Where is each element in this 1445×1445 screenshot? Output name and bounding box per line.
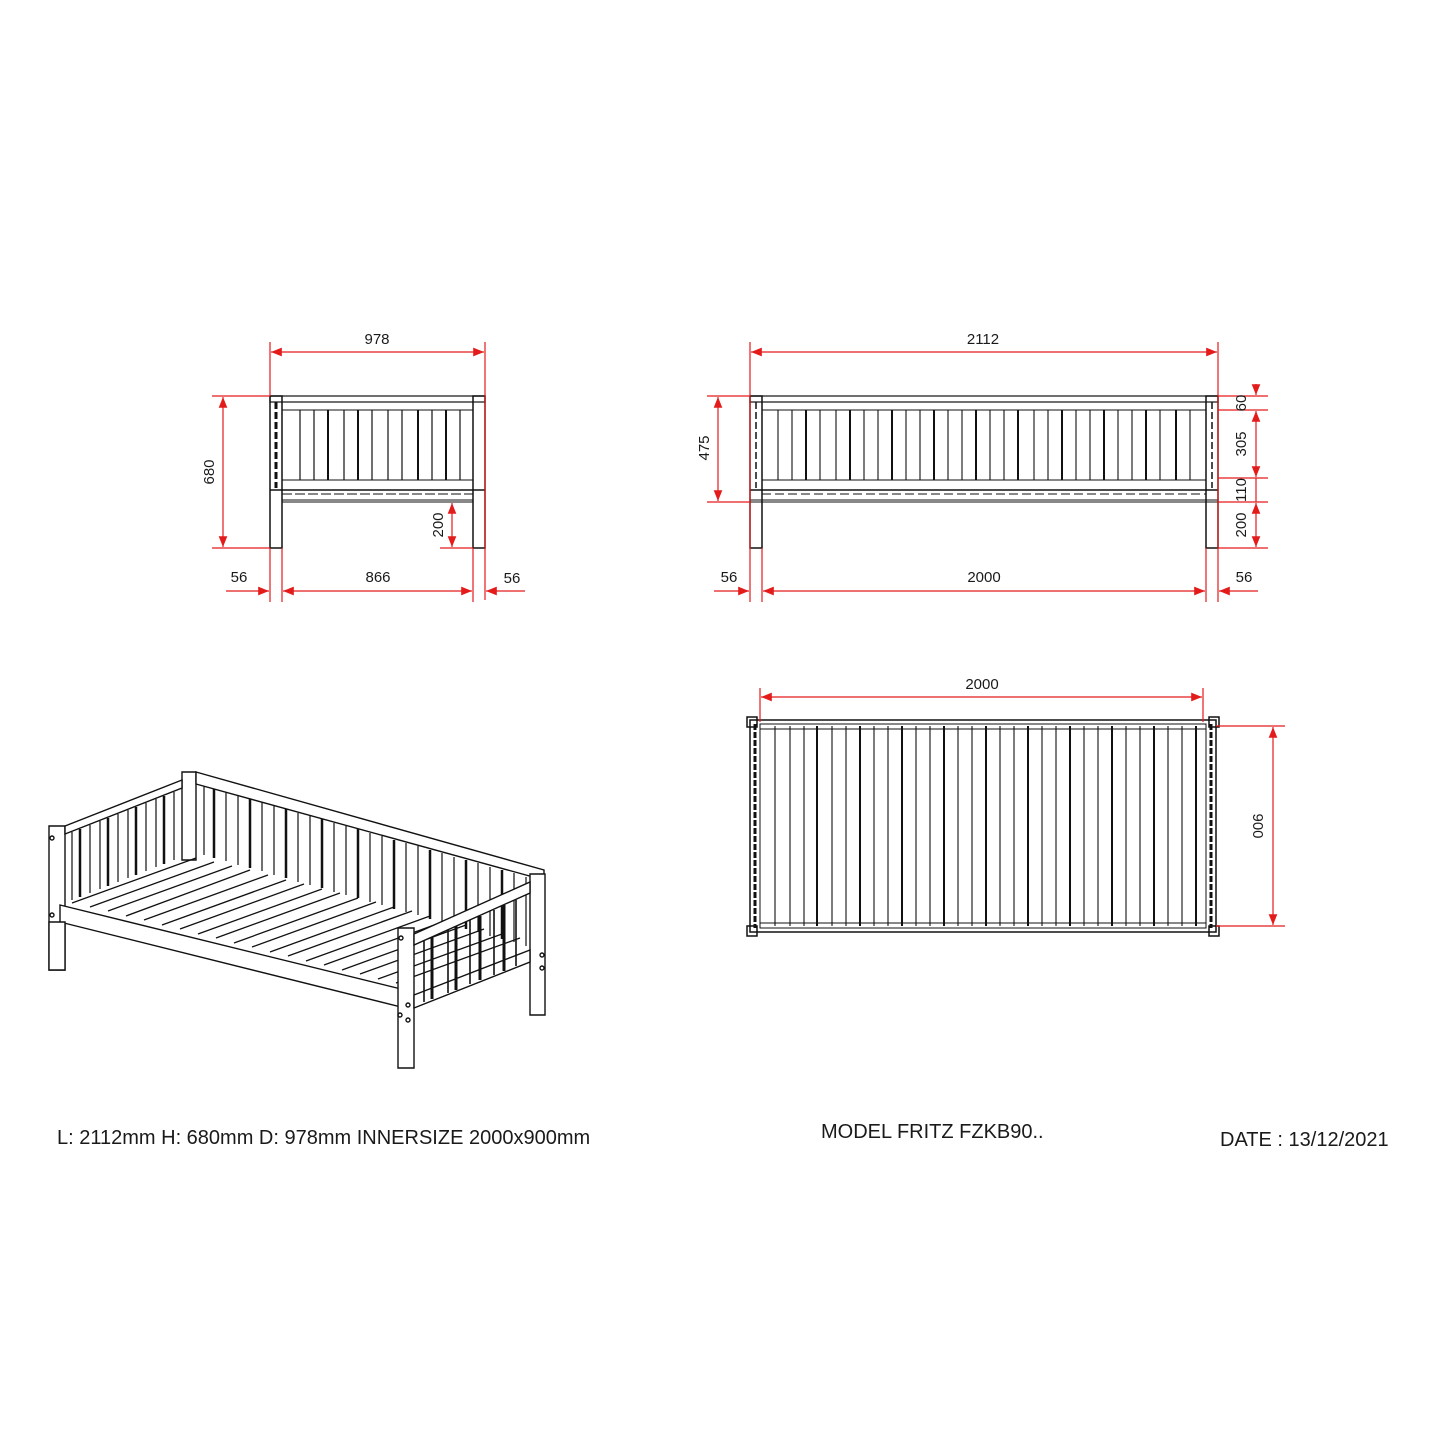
svg-text:60: 60: [1233, 395, 1250, 412]
svg-text:866: 866: [365, 569, 390, 586]
drawing-date: DATE : 13/12/2021: [1220, 1129, 1389, 1151]
svg-text:2000: 2000: [967, 569, 1000, 586]
end-view: 978 680 200 56 866 56: [201, 331, 525, 602]
model-name: MODEL FRITZ FZKB90..: [821, 1121, 1044, 1143]
top-view: 2000 900: [746, 676, 1285, 937]
side-view: 2112 475 60 305 110 200 56 2000 56: [696, 331, 1268, 602]
svg-text:2112: 2112: [967, 331, 999, 348]
svg-text:475: 475: [696, 435, 713, 460]
svg-text:978: 978: [364, 331, 389, 348]
svg-text:900: 900: [1249, 813, 1266, 838]
svg-text:2000: 2000: [965, 676, 998, 693]
svg-text:680: 680: [201, 459, 218, 484]
iso-view: [48, 771, 546, 1069]
svg-text:56: 56: [721, 569, 738, 586]
svg-text:56: 56: [1236, 569, 1253, 586]
svg-text:200: 200: [430, 512, 447, 537]
svg-text:305: 305: [1233, 431, 1250, 456]
svg-text:56: 56: [504, 570, 521, 587]
svg-text:56: 56: [231, 569, 248, 586]
dimensions-summary: L: 2112mm H: 680mm D: 978mm INNERSIZE 20…: [57, 1127, 591, 1149]
svg-text:200: 200: [1233, 512, 1250, 537]
svg-text:110: 110: [1233, 478, 1250, 502]
